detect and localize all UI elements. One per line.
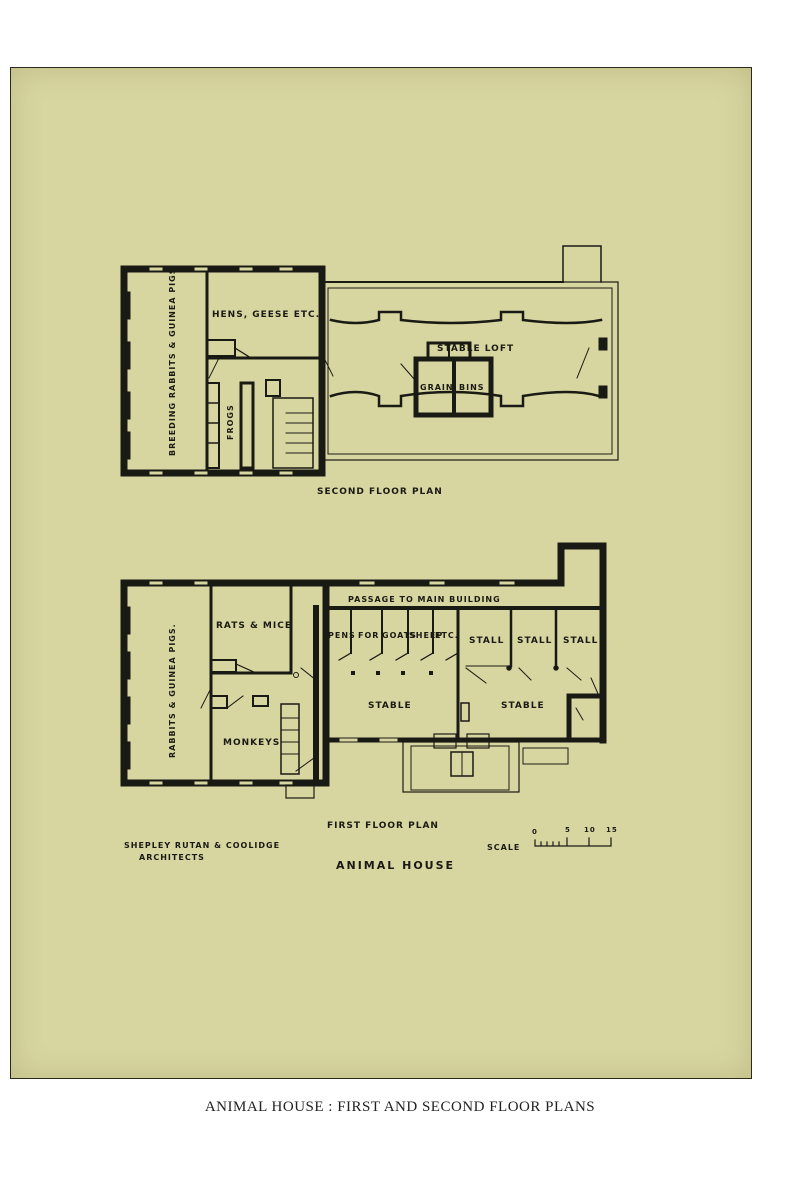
bins-label: BINS	[459, 383, 485, 392]
etc-label: ETC.	[435, 631, 459, 640]
sheep-label: SHEEP	[409, 631, 443, 640]
architects-line-1: SHEPLEY RUTAN & COOLIDGE	[124, 841, 280, 850]
pens-label: PENS	[328, 631, 356, 640]
second-floor-title: SECOND FLOOR PLAN	[317, 487, 443, 497]
scale-tick-0: 0	[532, 828, 538, 836]
rats-room-label: RATS & MICE	[216, 621, 292, 631]
plate-caption: ANIMAL HOUSE : FIRST AND SECOND FLOOR PL…	[204, 1099, 596, 1115]
for-label: FOR	[358, 631, 379, 640]
stable-loft-label: STABLE LOFT	[437, 344, 514, 354]
stall-2-label: STALL	[517, 636, 552, 646]
second-floor-left-block-walls	[120, 265, 326, 477]
scale-tick-5: 5	[565, 826, 571, 834]
grain-label: GRAIN	[420, 383, 454, 392]
scale-tick-15: 15	[606, 826, 618, 834]
second-floor-plan: HENS, GEESE ETC. BREEDING RABBITS & GUIN…	[120, 245, 619, 497]
passage-label: PASSAGE TO MAIN BUILDING	[348, 595, 501, 604]
goats-label: GOATS	[382, 631, 417, 640]
monkeys-room-label: MONKEYS	[223, 738, 280, 748]
first-floor-plan: RABBITS & GUINEA PIGS. RATS & MICE MONKE…	[120, 542, 607, 831]
stable-1-label: STABLE	[368, 701, 412, 711]
scale-tick-10: 10	[584, 826, 596, 834]
first-floor-title: FIRST FLOOR PLAN	[327, 821, 439, 831]
frogs-room-label: FROGS	[226, 404, 235, 440]
scale-label: SCALE	[487, 843, 520, 852]
plan-plate: HENS, GEESE ETC. BREEDING RABBITS & GUIN…	[10, 67, 752, 1079]
first-floor-left-block-walls	[120, 579, 330, 787]
building-title: ANIMAL HOUSE	[336, 859, 455, 872]
hens-room-label: HENS, GEESE ETC.	[212, 310, 320, 320]
stall-1-label: STALL	[469, 636, 504, 646]
rabbits-room-label: RABBITS & GUINEA PIGS.	[168, 623, 177, 758]
breeding-room-label: BREEDING RABBITS & GUINEA PIGS	[168, 268, 177, 456]
floor-plans-drawing: HENS, GEESE ETC. BREEDING RABBITS & GUIN…	[120, 245, 619, 872]
stall-3-label: STALL	[563, 636, 598, 646]
scale-bar: SCALE 0 5 10 15	[487, 826, 618, 852]
architects-line-2: ARCHITECTS	[139, 853, 205, 862]
stable-2-label: STABLE	[501, 701, 545, 711]
